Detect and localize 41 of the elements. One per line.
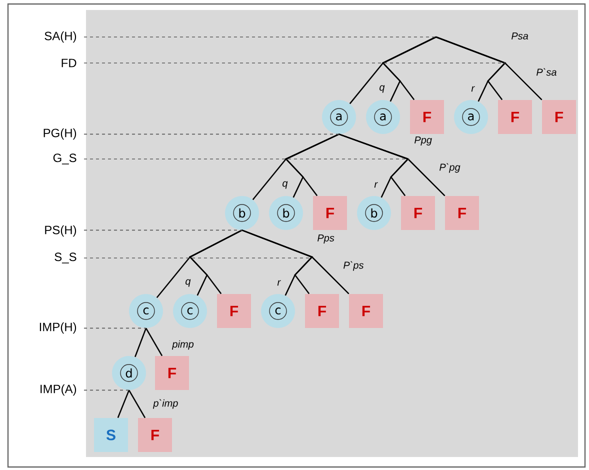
branch-label: r: [471, 86, 475, 92]
branch-label: Psa: [512, 32, 528, 40]
level-label: PG(H): [44, 128, 76, 140]
branch-label: P`sa: [536, 68, 556, 76]
branch-line: [117, 390, 130, 418]
level-label: SA(H): [44, 31, 76, 43]
branch-label: r: [277, 280, 281, 286]
branch-line: [436, 36, 542, 100]
branch-line: [134, 328, 147, 358]
failure-box: F: [498, 100, 532, 134]
failure-box: F: [401, 196, 435, 230]
failure-box: F: [410, 100, 444, 134]
level-label: PS(H): [45, 225, 76, 237]
branch-line: [128, 390, 146, 418]
failure-box: F: [313, 196, 347, 230]
failure-box: F: [445, 196, 479, 230]
branch-line: [145, 328, 163, 356]
branch-label: q: [186, 279, 191, 287]
branch-line: [338, 134, 446, 196]
branch-line: [242, 230, 350, 294]
level-label: IMP(H): [40, 322, 76, 334]
level-label: S_S: [54, 252, 76, 264]
level-label: G_S: [53, 154, 76, 164]
failure-box: F: [138, 418, 172, 452]
branch-label: p`imp: [152, 399, 178, 409]
branch-label: P`ps: [344, 261, 364, 271]
branch-label: Pps: [318, 234, 334, 244]
failure-box: F: [349, 294, 383, 328]
branch-label: q: [380, 85, 385, 93]
failure-box: F: [305, 294, 339, 328]
branch-label: P`pg: [440, 163, 460, 173]
branch-label: r: [374, 182, 378, 188]
failure-box: F: [217, 294, 251, 328]
success-box: S: [94, 418, 128, 452]
failure-box: F: [542, 100, 576, 134]
failure-box: F: [155, 356, 189, 390]
level-label: IMP(A): [40, 384, 76, 396]
branch-label: pimp: [172, 340, 194, 350]
branch-label: Ppg: [414, 136, 432, 146]
branch-label: q: [282, 181, 288, 189]
level-label: FD: [62, 58, 76, 68]
